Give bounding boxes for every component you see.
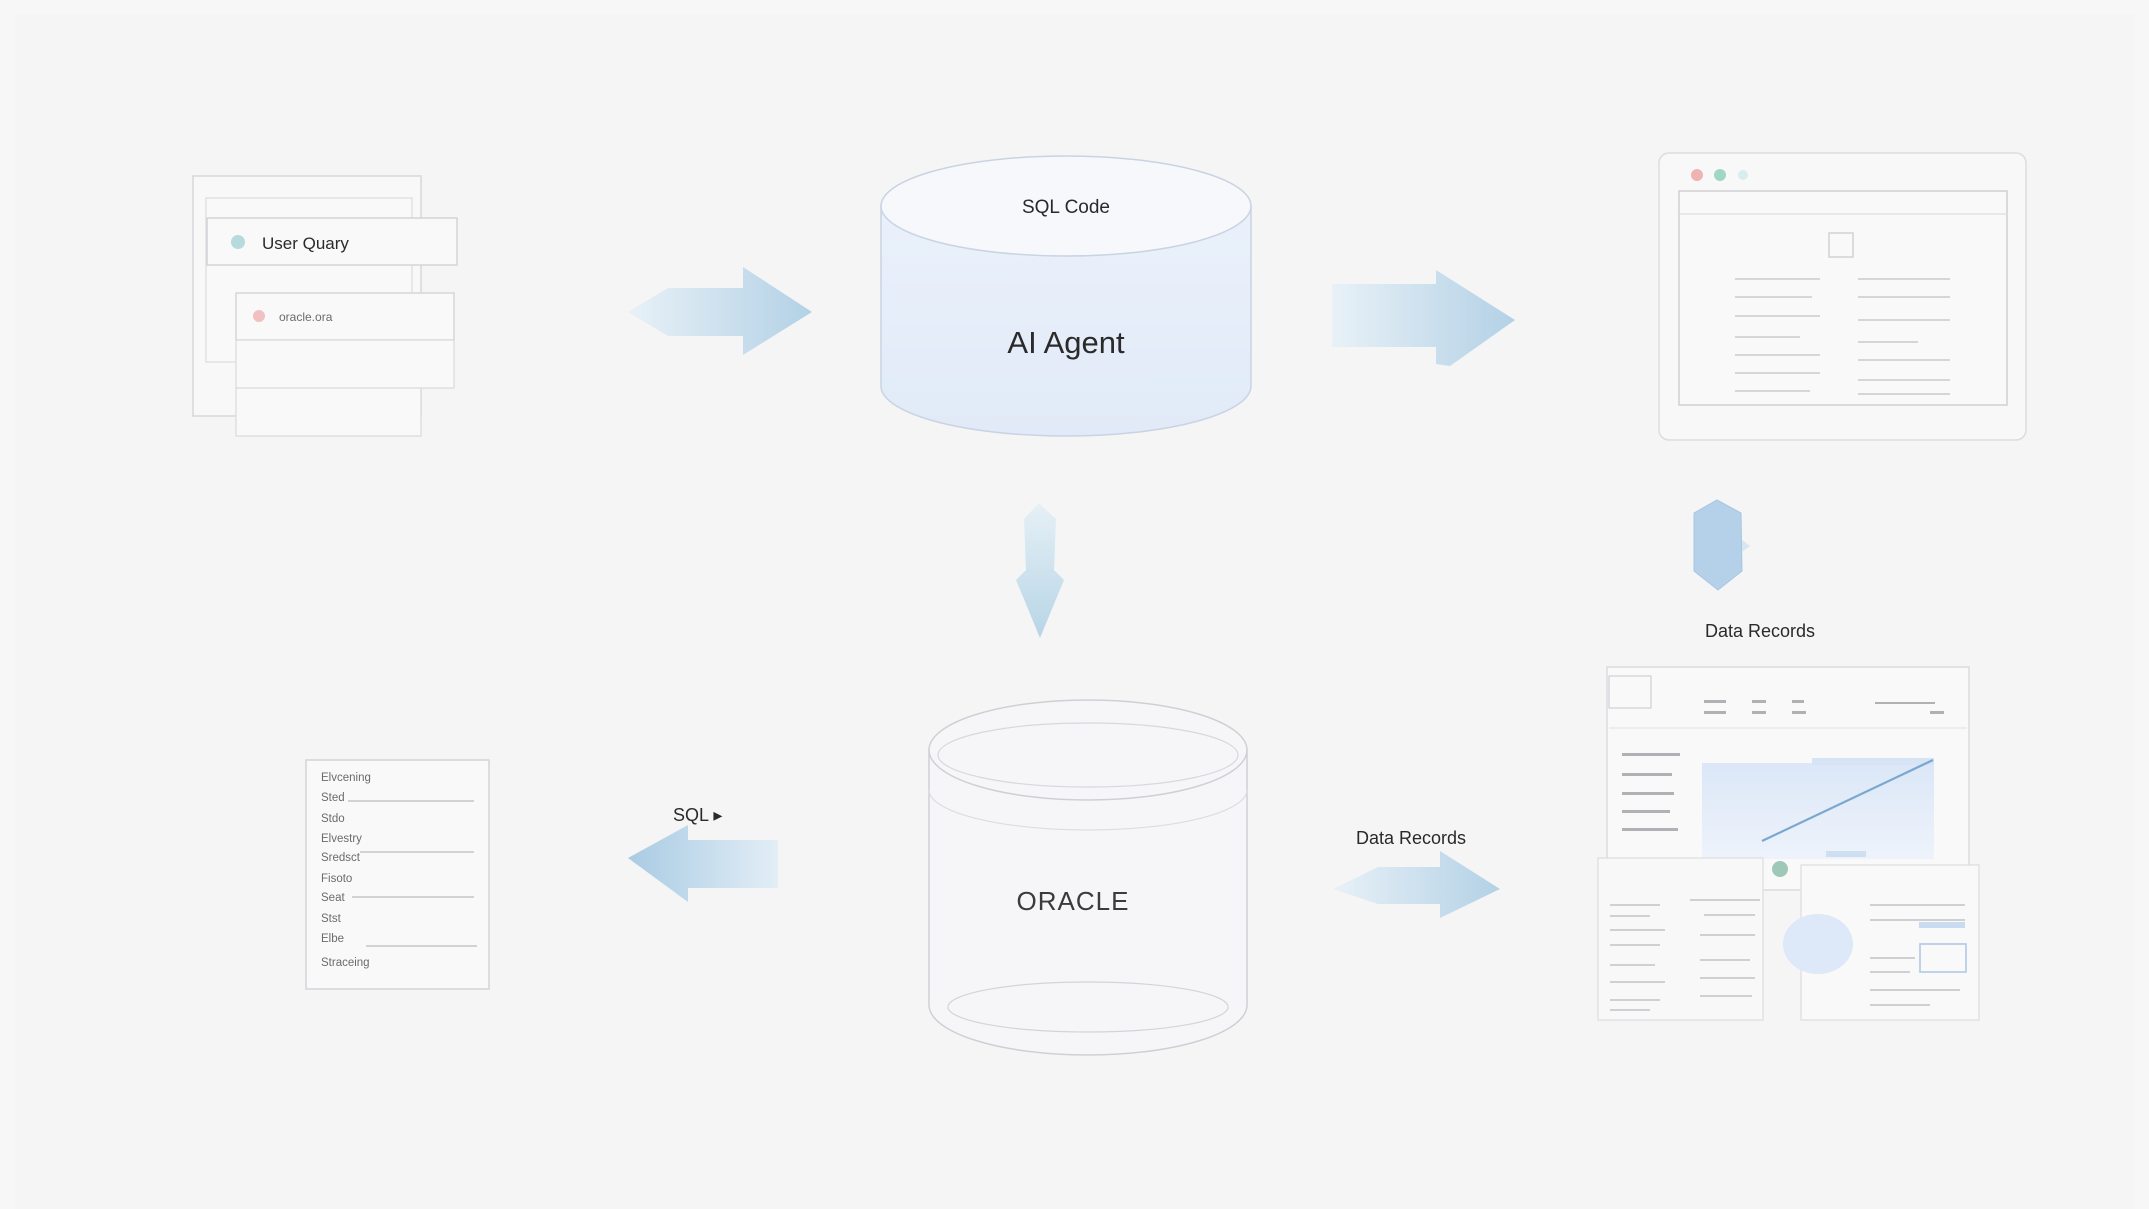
- schema-list-item: Elvestry: [321, 833, 362, 845]
- oracle-database-cylinder[interactable]: ORACLE: [928, 699, 1248, 1056]
- oracle-file-label: oracle.ora: [279, 310, 333, 324]
- schema-list-item: Stst: [321, 913, 342, 925]
- records-dashboard[interactable]: [1597, 666, 1980, 1021]
- window-maximize-icon[interactable]: [1738, 170, 1748, 180]
- oracle-logo: ORACLE: [1017, 886, 1130, 916]
- ai-agent-cylinder[interactable]: SQL Code AI Agent: [880, 155, 1252, 437]
- schema-list-item: Straceing: [321, 957, 370, 969]
- schema-list-item: Sredsct: [321, 852, 361, 864]
- dashboard-menu-icon[interactable]: [1608, 675, 1652, 709]
- status-dot-icon: [231, 235, 245, 249]
- ai-agent-title: AI Agent: [1007, 325, 1125, 360]
- data-records-label-bottom: Data Records: [1356, 828, 1466, 848]
- window-close-icon[interactable]: [1691, 169, 1703, 181]
- area-chart: [1702, 763, 1934, 859]
- arrow-down-to-database: [1016, 503, 1064, 638]
- filter-box[interactable]: [1919, 943, 1967, 973]
- sync-connector-icon: [1693, 499, 1743, 591]
- arrow-right-to-agent: [628, 267, 812, 355]
- arrow-right-to-dashboard: [1333, 851, 1500, 918]
- schema-list-item: Elvcening: [321, 772, 371, 784]
- schema-list-item: Fisoto: [321, 873, 352, 885]
- trend-line: [1761, 759, 1934, 842]
- window-minimize-icon[interactable]: [1714, 169, 1726, 181]
- user-query-stack: User Quary oracle.ora: [192, 175, 458, 437]
- schema-list-item: Elbe: [321, 933, 344, 945]
- schema-list-panel: ElvceningStedStdoElvestrySredsctFisotoSe…: [305, 759, 490, 990]
- sql-arrow-label: SQL ▸: [673, 805, 722, 825]
- arrow-left-sql: [628, 825, 778, 902]
- donut-chart: [1783, 914, 1853, 974]
- schema-list-item: Stdo: [321, 813, 345, 825]
- user-query-label: User Quary: [262, 234, 349, 253]
- arrow-right-to-window: [1332, 270, 1515, 366]
- browser-window-preview[interactable]: [1658, 152, 2027, 441]
- sql-code-label: SQL Code: [1022, 197, 1110, 218]
- schema-list-item: Sted: [321, 792, 345, 804]
- image-placeholder-icon: [1828, 232, 1854, 258]
- oracle-file-card[interactable]: [235, 292, 455, 341]
- notification-icon[interactable]: [1772, 861, 1788, 877]
- error-dot-icon: [253, 310, 265, 322]
- data-records-label-right: Data Records: [1705, 621, 1815, 641]
- schema-list-item: Seat: [321, 892, 345, 904]
- user-query-card[interactable]: [206, 217, 458, 266]
